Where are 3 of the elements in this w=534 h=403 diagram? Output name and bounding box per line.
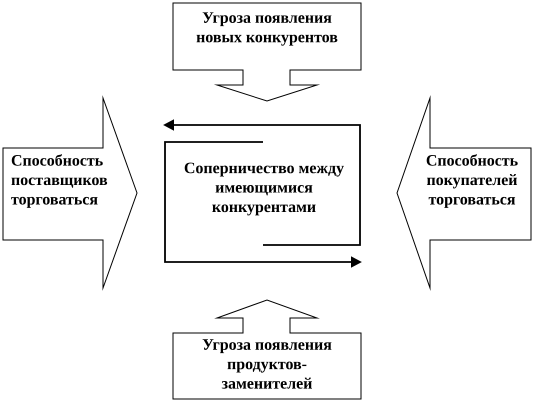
arrow-callout-box: Угроза появления продуктов-заменителей — [172, 299, 362, 400]
central-text: Соперничество между имеющимися конкурентами — [184, 162, 344, 216]
arrow-callout-box: Угроза появления новых конкурентов — [172, 2, 362, 102]
